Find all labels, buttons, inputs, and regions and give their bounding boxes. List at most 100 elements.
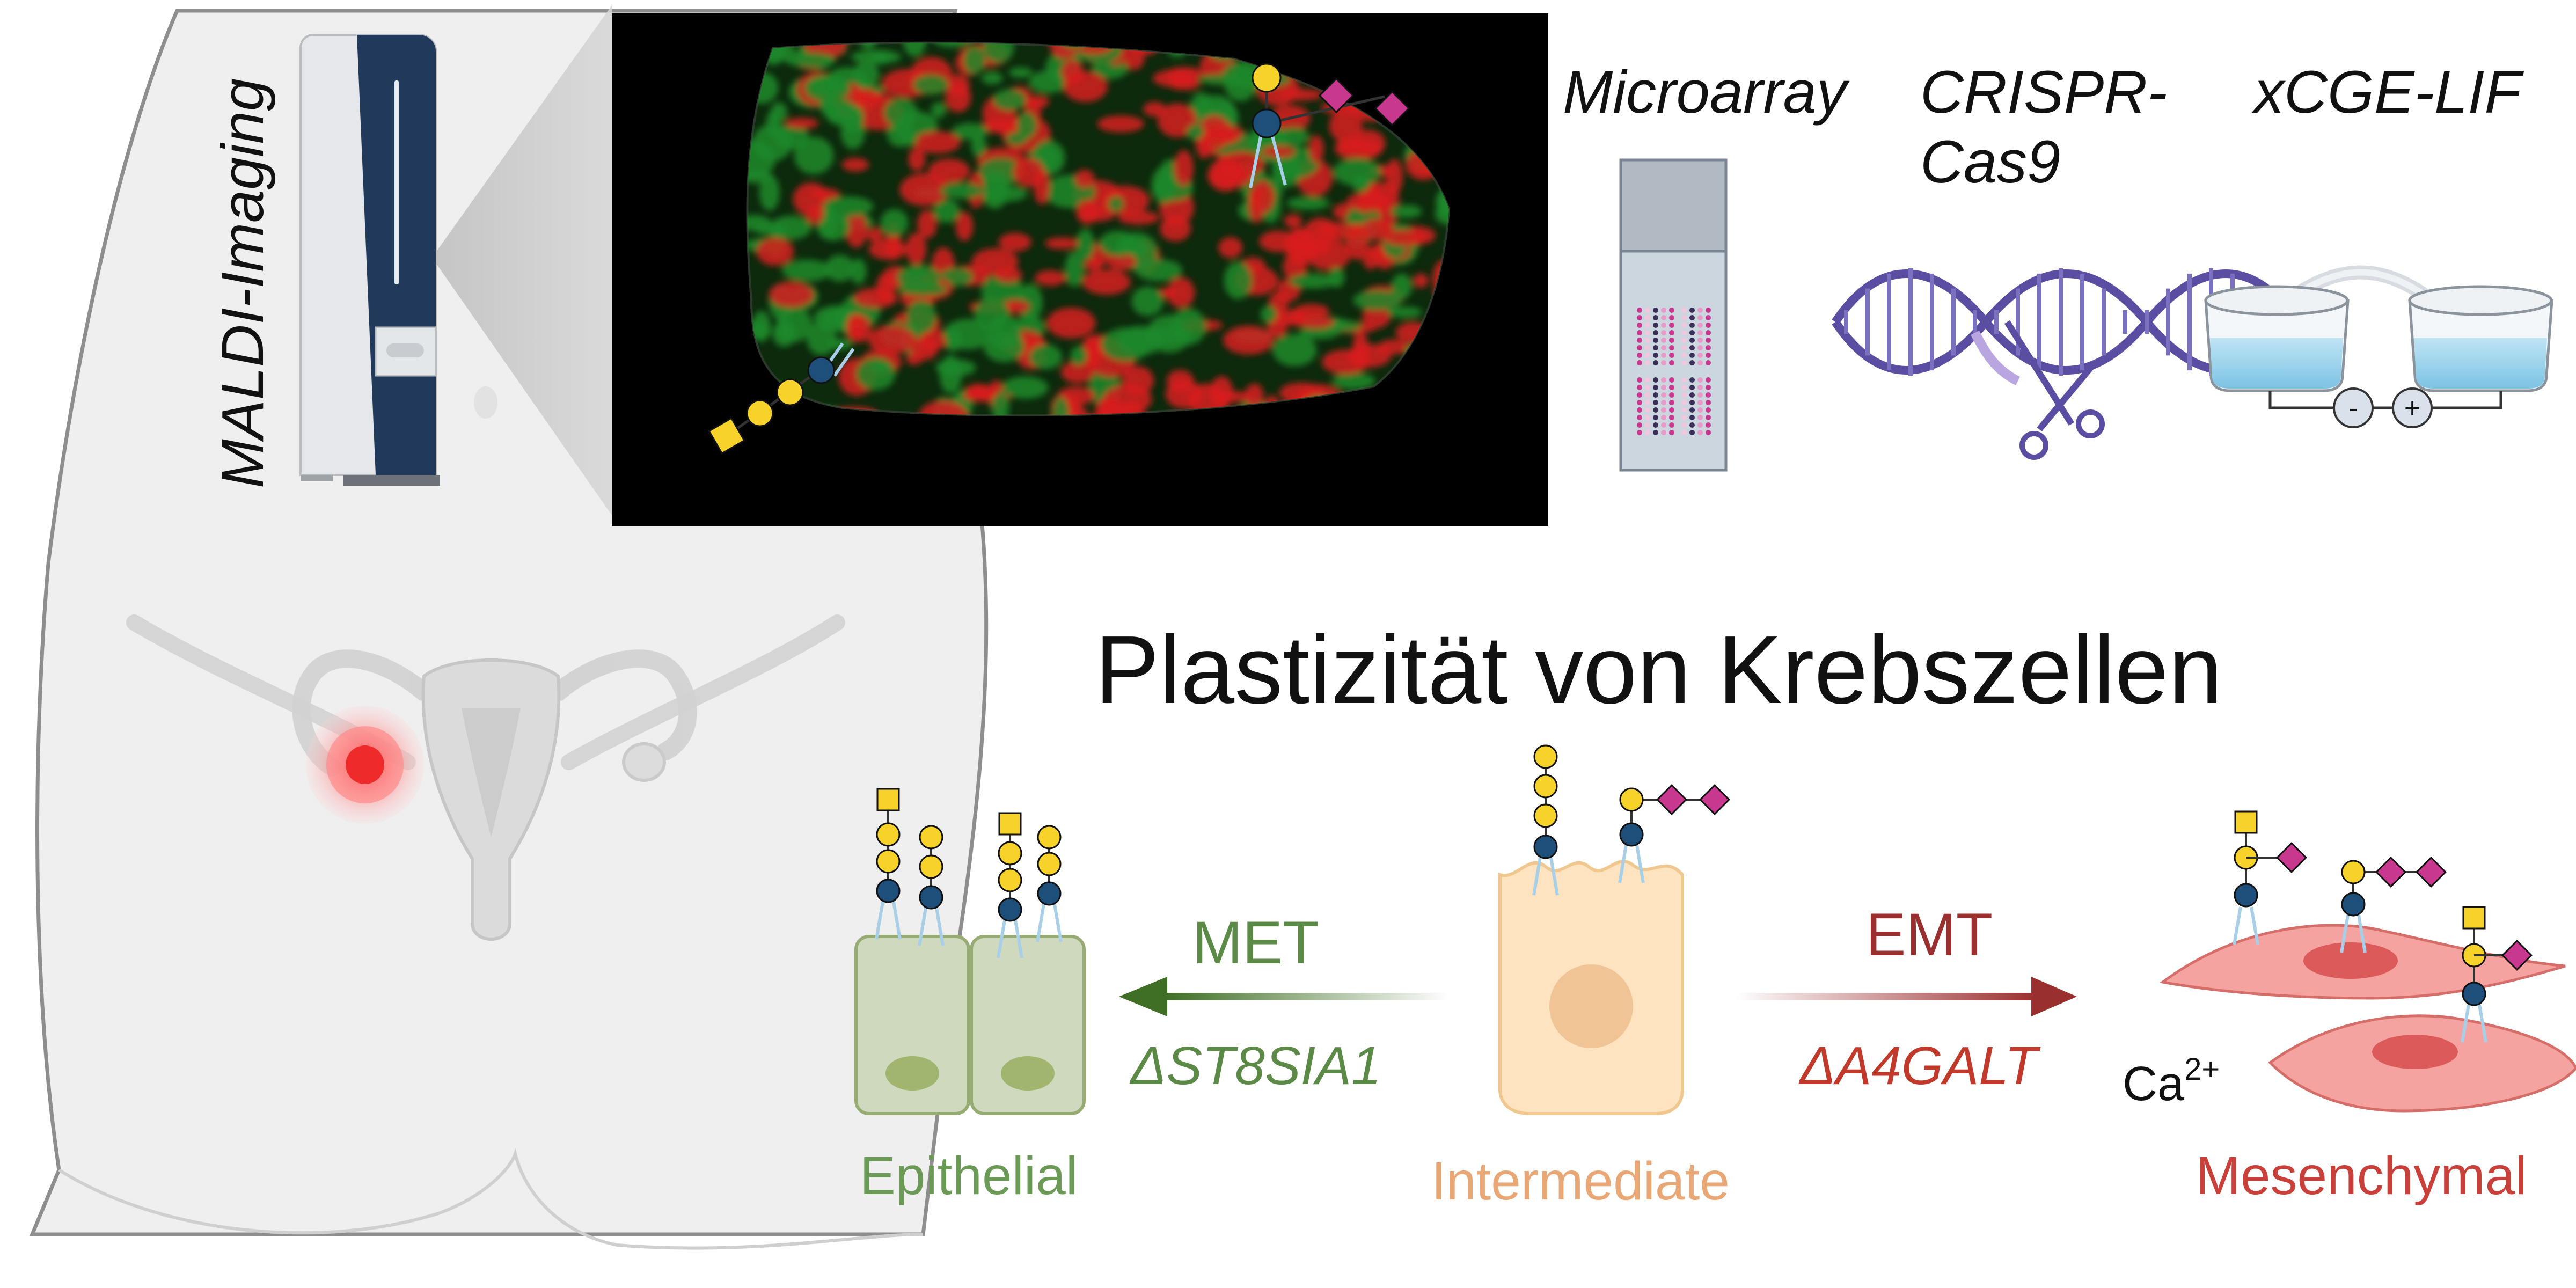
array-spot [1669,400,1674,405]
array-spot [1637,415,1642,420]
array-spot [1661,360,1666,365]
tissue-stain-blob [906,299,936,334]
epithelial-label: Epithelial [860,1146,1078,1206]
array-spot [1645,385,1650,390]
tissue-stain-blob [1360,218,1394,240]
array-spot [1669,430,1674,435]
array-spot [1653,415,1658,420]
tissue-stain-blob [868,325,916,354]
maldi-imaging-label: MALDI-Imaging [210,78,276,488]
array-spot [1661,385,1666,390]
array-spot [1669,330,1674,335]
array-spot [1637,407,1642,413]
array-spot [1645,308,1650,313]
array-spot [1645,422,1650,428]
array-spot [1653,422,1658,428]
array-spot [1681,422,1687,428]
tissue-stain-blob [1413,273,1429,288]
array-spot [1669,323,1674,328]
array-spot [1689,315,1695,320]
tissue-stain-blob [1387,306,1423,318]
array-spot [1661,415,1666,420]
array-spot [1681,315,1687,320]
galnac-icon [998,812,1022,836]
array-spot [1681,385,1687,390]
array-spot [1681,345,1687,350]
array-spot [1637,315,1642,320]
array-spot [1706,353,1711,358]
tissue-stain-blob [1076,200,1099,225]
glycan-anchor [2233,906,2259,945]
microarray-label: Microarray [1563,58,1850,126]
array-spot [1681,400,1687,405]
array-spot [1681,330,1687,335]
array-spot [1681,377,1687,383]
tissue-stain-blob [806,206,824,225]
array-spot [1645,377,1650,383]
tissue-stain-blob [868,239,908,260]
array-spot [1681,338,1687,343]
array-spot [1697,345,1703,350]
galactose-icon [2341,860,2366,884]
tissue-stain-blob [1123,46,1145,70]
a4galt-label: ΔA4GALT [1798,1036,2040,1096]
tissue-glycan-left [708,342,855,455]
tissue-stain-blob [785,53,836,68]
tissue-stain-blob [1174,150,1194,187]
array-spot [1661,345,1666,350]
tissue-stain-blob [1362,304,1391,328]
galactose-icon [1037,825,1062,850]
galactose-icon [1533,803,1558,828]
uterus-illustration [292,649,697,941]
array-spot [1653,338,1658,343]
array-spot [1669,407,1674,413]
xcge-lif-label: xCGE-LIF [2251,58,2524,126]
array-spot [1661,308,1666,313]
array-spot [1697,385,1703,390]
tissue-stain-blob [1357,196,1372,213]
tissue-stain-blob [1170,308,1206,345]
glcnac-icon [2341,892,2366,917]
tissue-stain-blob [1101,327,1151,362]
microarray-spots [1637,308,1711,435]
array-spot [1697,415,1703,420]
tissue-stain-blob [1261,145,1296,158]
tissue-stain-blob [1044,237,1079,250]
tissue-stain-blob [1269,291,1289,312]
tissue-stain-blob [1352,175,1370,193]
tissue-stain-blob [1166,370,1194,392]
tissue-stain-blob [1052,396,1070,416]
tissue-stain-blob [1001,376,1049,399]
tissue-stain-blob [917,210,937,239]
galnac-icon [2234,810,2258,834]
figure-title: Plastizität von Krebszellen [1095,616,2222,724]
tissue-stain-blob [1333,158,1381,186]
array-spot [1661,315,1666,320]
array-spot [1681,407,1687,413]
tissue-stain-blob [1329,109,1363,143]
tissue-stain-blob [1029,344,1062,370]
array-spot [1637,338,1642,343]
array-spot [1653,330,1658,335]
array-spot [1697,392,1703,398]
array-spot [1637,422,1642,428]
tissue-stain-blob [1322,349,1370,375]
glycan-anchor [1036,904,1063,942]
tissue-stain-blob [1117,210,1159,225]
array-spot [1645,338,1650,343]
array-spot [1637,360,1642,365]
calcium-charge: 2+ [2184,1052,2220,1087]
tissue-stain-blob [967,385,998,400]
emt-arrow [1736,977,2077,1016]
array-spot [1637,330,1642,335]
tissue-stain-blob [1260,305,1277,323]
array-spot [1661,353,1666,358]
sialic-acid-icon [2276,842,2307,873]
array-spot [1669,338,1674,343]
glycan-anchor [2461,1004,2487,1043]
array-spot [1681,392,1687,398]
array-spot [1689,345,1695,350]
array-spot [1669,345,1674,350]
tissue-stain-blob [943,319,991,350]
intermediate-label: Intermediate [1431,1151,1730,1211]
